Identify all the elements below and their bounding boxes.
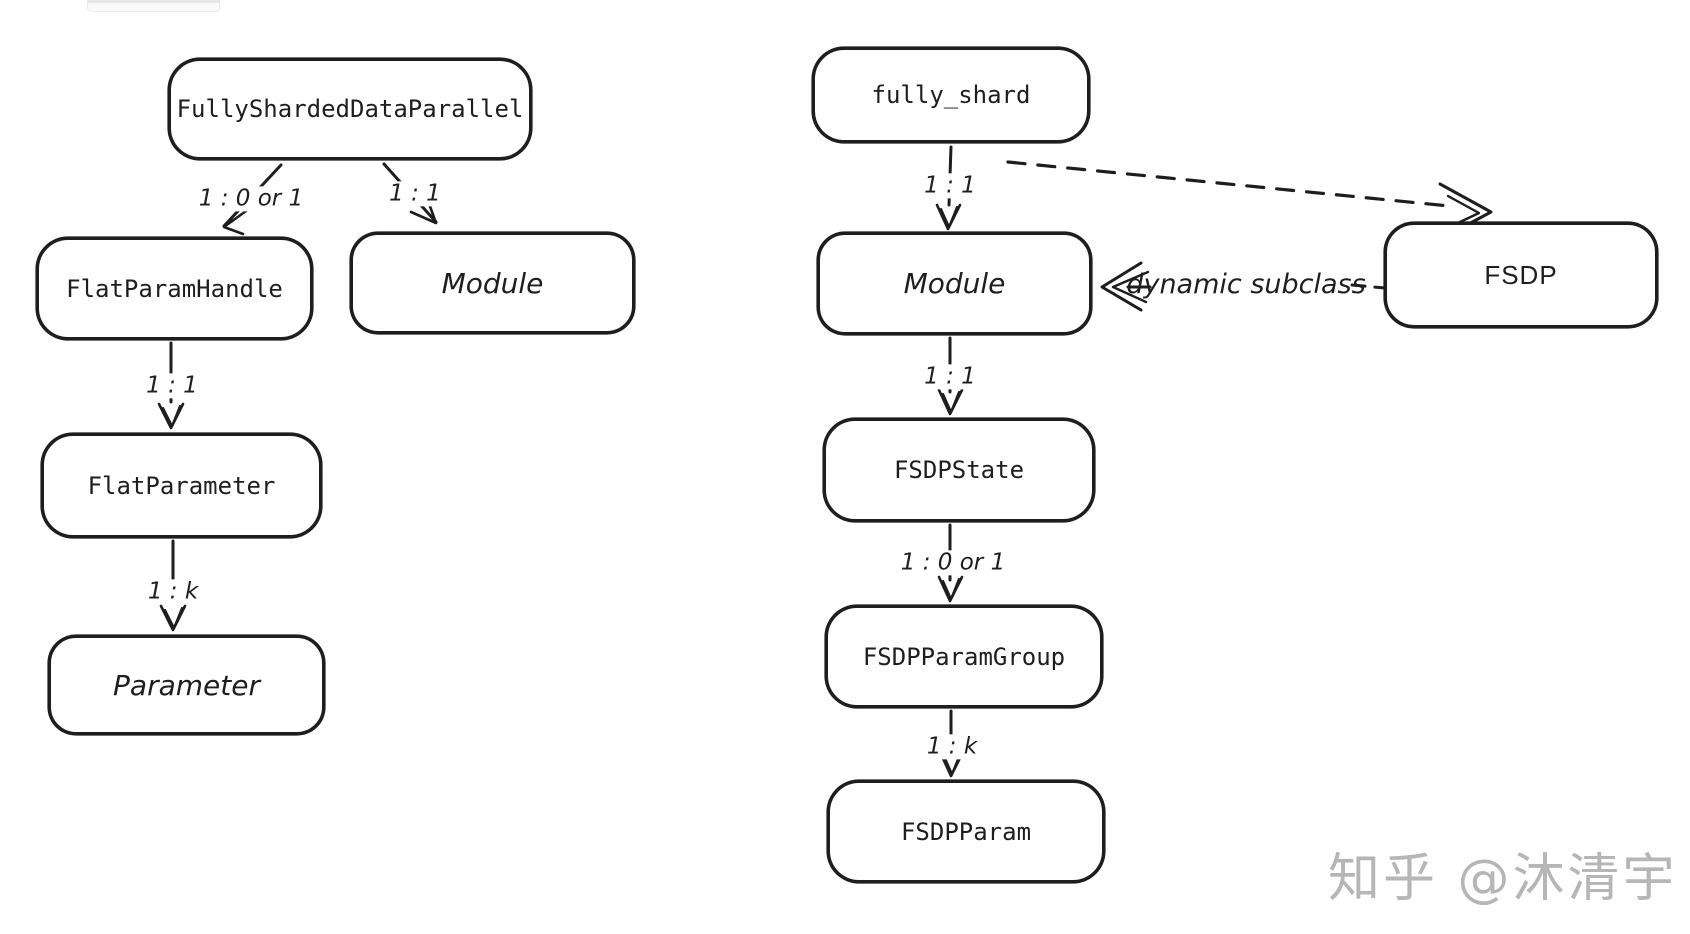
node-module-right: Module: [817, 232, 1092, 335]
arrowhead-icon: [159, 604, 187, 632]
node-module-left: Module: [350, 232, 635, 334]
node-label: FlatParamHandle: [66, 274, 283, 303]
node-fsdpparamgroup: FSDPParamGroup: [825, 605, 1103, 708]
edge-label-flatparameter-to-parameter: 1 : k: [141, 579, 205, 605]
node-label: FlatParameter: [87, 471, 276, 500]
edge-label-paramgroup-to-fsdpparam: 1 : k: [920, 734, 984, 760]
zhihu-watermark: 知乎 @沐清宇: [1328, 849, 1678, 909]
node-label: fully_shard: [871, 81, 1031, 109]
node-label: Module: [903, 267, 1006, 300]
arrowhead-icon: [937, 388, 964, 416]
arrowhead-icon: [161, 404, 182, 428]
arrowhead-icon: [222, 209, 248, 236]
edge-label-dynamic-subclass: dynamic subclass: [1126, 269, 1366, 301]
arrowhead-icon: [163, 606, 184, 630]
node-label: Module: [441, 266, 544, 300]
node-label: FSDP: [1484, 259, 1558, 290]
node-flatparameter: FlatParameter: [41, 433, 322, 538]
node-fullyshardeddataparallel: FullyShardedDataParallel: [168, 58, 532, 160]
edge-label-root-to-handle: 1 : 0 or 1: [192, 186, 310, 212]
node-label: FSDPParamGroup: [862, 642, 1066, 671]
arrowhead-icon: [935, 203, 962, 231]
node-fsdpparam: FSDPParam: [827, 780, 1105, 883]
node-fully-shard: fully_shard: [812, 47, 1090, 143]
edge-label-handle-to-flatparameter: 1 : 1: [140, 373, 204, 399]
node-fsdpstate: FSDPState: [823, 418, 1095, 522]
node-fsdp: FSDP: [1384, 222, 1658, 328]
cropped-ui-artifact: [87, 0, 220, 12]
node-parameter: Parameter: [48, 635, 325, 735]
arrowhead-icon: [157, 402, 185, 430]
arrowhead-icon: [941, 390, 961, 414]
node-label: FSDPParam: [900, 817, 1032, 846]
edge-label-fullyshard-to-module: 1 : 1: [918, 173, 982, 199]
edge-label-fsdpstate-to-paramgroup: 1 : 0 or 1: [894, 550, 1012, 576]
node-label: Parameter: [113, 668, 260, 702]
arrowhead-icon: [937, 575, 964, 603]
edge-label-root-to-module: 1 : 1: [383, 181, 447, 207]
node-label: FSDPState: [893, 456, 1025, 484]
arrowhead-icon: [941, 577, 961, 601]
node-label: FullyShardedDataParallel: [176, 95, 524, 123]
node-flatparamhandle: FlatParamHandle: [36, 237, 313, 340]
arrowhead-icon: [939, 205, 959, 229]
edge-label-module-to-fsdpstate: 1 : 1: [918, 364, 982, 390]
